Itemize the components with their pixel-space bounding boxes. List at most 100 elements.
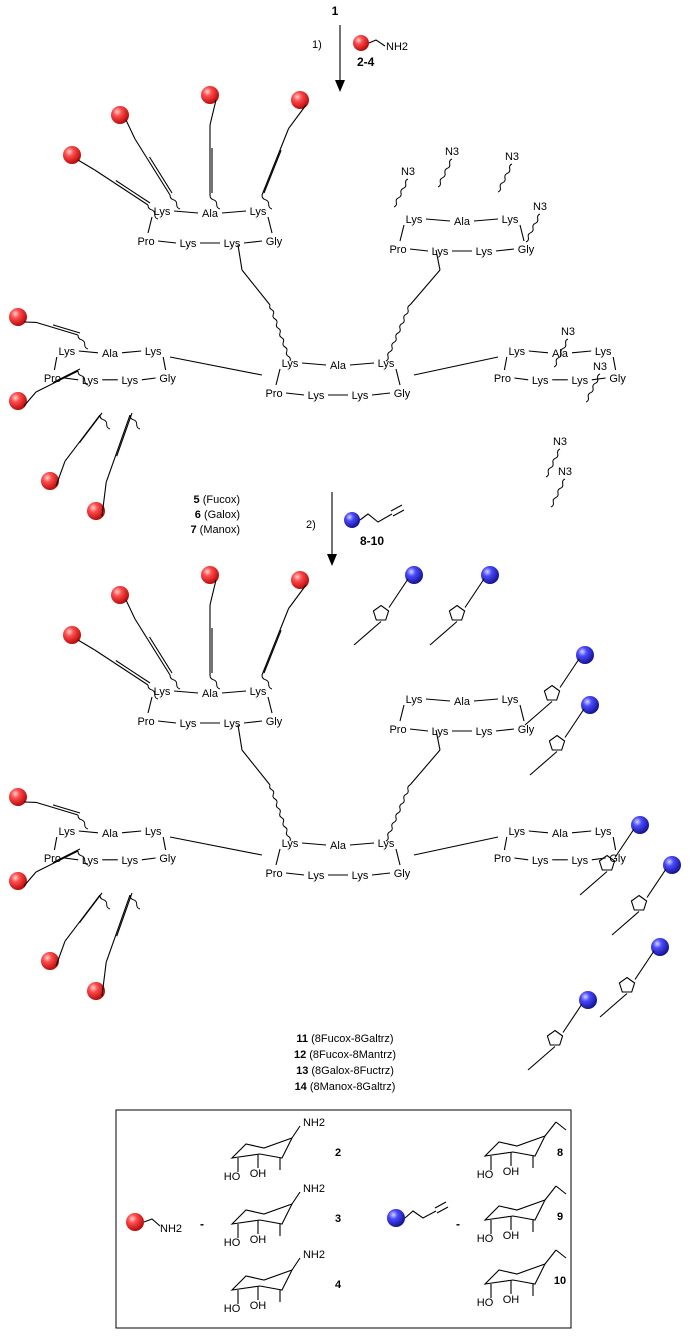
hydroxyl-label: HO [477,1233,494,1245]
peptide-bond [495,248,515,252]
linker-bond [435,729,441,751]
oxime-bond [147,638,171,676]
lysine-side-chain [77,850,89,866]
oxime-bond [263,150,282,194]
residue-pro: Pro [265,388,282,400]
peptide-bond [53,356,58,371]
residue-gly: Gly [266,236,283,248]
amino-sugar-number: 3 [335,1213,341,1225]
residue-lys: Lys [432,246,449,258]
lysine-side-chain [169,674,181,690]
linker-bond [237,724,243,751]
triazole-bond [579,871,608,896]
oxime-bond [113,662,149,686]
azide-group: N3 [561,326,575,338]
step1-reagent-label: 2-4 [357,55,375,69]
residue-ala: Ala [102,828,119,840]
peptide-bond [519,224,525,242]
residue-lys: Lys [476,726,493,738]
peptide-bond [64,377,79,381]
oxime-bond [79,412,103,444]
residue-lys: Lys [571,375,588,387]
residue-gly: Gly [394,868,411,880]
linker-bond [241,269,271,306]
peptide-bond [528,830,549,834]
amino-sugar-structure [230,1203,294,1225]
residue-lys: Lys [58,346,75,358]
alkyne-sugar-number: 8 [557,1147,563,1159]
peptide-bond [162,356,167,371]
peptide-bond [349,842,375,846]
lysine-side-chain [77,334,89,350]
red-sphere-icon [63,146,81,164]
oxime-bond [105,938,116,963]
triazole-bond [353,621,382,646]
peptide-bond [275,848,281,866]
residue-ala: Ala [552,828,569,840]
residue-lys: Lys [145,826,162,838]
triazole-bond [527,1046,556,1071]
red-sphere-icon [353,35,369,51]
residue-gly: Gly [518,724,535,736]
compound-name: (Fucox) [203,494,240,506]
intermediate-labels: 5 (Fucox)6 (Galox)7 (Manox) [190,494,240,536]
residue-lys: Lys [308,870,325,882]
residue-lys: Lys [571,855,588,867]
oxime-bond [116,892,133,937]
oxime-bond [114,894,131,939]
propargyl-bond [544,1121,557,1137]
residue-pro: Pro [137,236,154,248]
peptide-bond [425,698,451,702]
red-sphere-icon [41,472,59,490]
triazole-ring [372,604,390,621]
peptide-bond [528,350,549,354]
residue-lys: Lys [378,838,395,850]
oxime-bond [278,128,290,153]
residue-lys: Lys [532,855,549,867]
residue-gly: Gly [159,853,176,865]
oxime-bond [149,156,173,194]
lysine-side-chain [385,784,411,842]
residue-pro: Pro [265,868,282,880]
linker-bond [409,749,441,786]
oxime-bond [115,660,151,684]
residue-gly: Gly [609,853,626,865]
peptide-bond [285,872,305,876]
oxime-bond [50,850,79,865]
residue-lys: Lys [432,726,449,738]
peptide-bond [275,368,281,386]
oxime-bond [52,368,81,383]
step2-reagent-label: 8-10 [360,534,384,548]
residue-lys: Lys [595,826,612,838]
amine-bond [291,1125,301,1139]
lysine-side-chain [545,448,561,478]
oxime-bond [149,636,173,674]
oxime-bond [35,321,52,328]
peptide-bond [399,704,405,722]
alkyne-sugar-structure [483,1135,547,1157]
residue-gly: Gly [266,716,283,728]
peptide-bond [571,350,592,354]
residue-lys: Lys [282,358,299,370]
oxime-bond [147,158,171,196]
lysine-side-chain [553,338,569,368]
red-sphere-icon [291,571,309,589]
triazole-bond [429,621,458,646]
residue-gly: Gly [518,244,535,256]
oxime-bond [94,649,115,663]
oxime-bond [116,412,133,457]
oxime-bond [125,119,136,140]
peptide-bond [147,696,153,714]
triazole-ring [598,854,616,871]
product-label: 13 (8Galox-8Fuctrz) [296,1065,394,1077]
alkyne-sugar-structure [483,1199,547,1221]
peptide-bond [409,728,429,732]
product-label: 14 (8Manox-8Galtrz) [295,1081,396,1093]
oxime-bond [115,180,151,204]
residue-lys: Lys [476,246,493,258]
propargyl-bond [555,1249,567,1259]
residue-ala: Ala [330,360,347,372]
ether-bond [614,828,635,858]
residue-lys: Lys [121,375,138,387]
compound-number: 6 [195,509,204,521]
